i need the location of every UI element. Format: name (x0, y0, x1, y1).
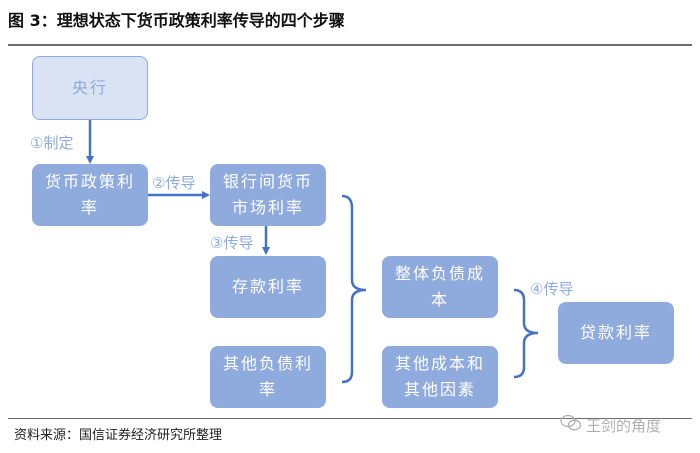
label-step3: ③传导 (210, 234, 254, 252)
node-other-liability-rate: 其他负债利率 (210, 346, 326, 408)
node-other-cost-factors: 其他成本和其他因素 (382, 346, 498, 408)
watermark: 王剑的角度 (560, 414, 661, 436)
node-overall-liability-cost: 整体负债成本 (382, 256, 498, 318)
top-rule (8, 44, 692, 46)
source-note: 资料来源：国信证券经济研究所整理 (14, 428, 223, 443)
label-step1: ①制定 (30, 134, 74, 152)
wechat-icon (560, 414, 582, 436)
watermark-text: 王剑的角度 (586, 416, 662, 435)
node-interbank-rate: 银行间货币市场利率 (210, 164, 326, 226)
brace-right (513, 288, 539, 379)
node-policy-rate: 货币政策利率 (32, 164, 148, 226)
label-step4: ④传导 (530, 280, 574, 298)
label-step2: ②传导 (152, 174, 196, 192)
node-central-bank: 央行 (32, 56, 148, 120)
bottom-rule (8, 418, 692, 419)
node-loan-rate: 贷款利率 (558, 302, 674, 364)
figure-title: 图 3：理想状态下货币政策利率传导的四个步骤 (8, 11, 345, 30)
brace-left (341, 194, 367, 384)
node-deposit-rate: 存款利率 (210, 256, 326, 318)
